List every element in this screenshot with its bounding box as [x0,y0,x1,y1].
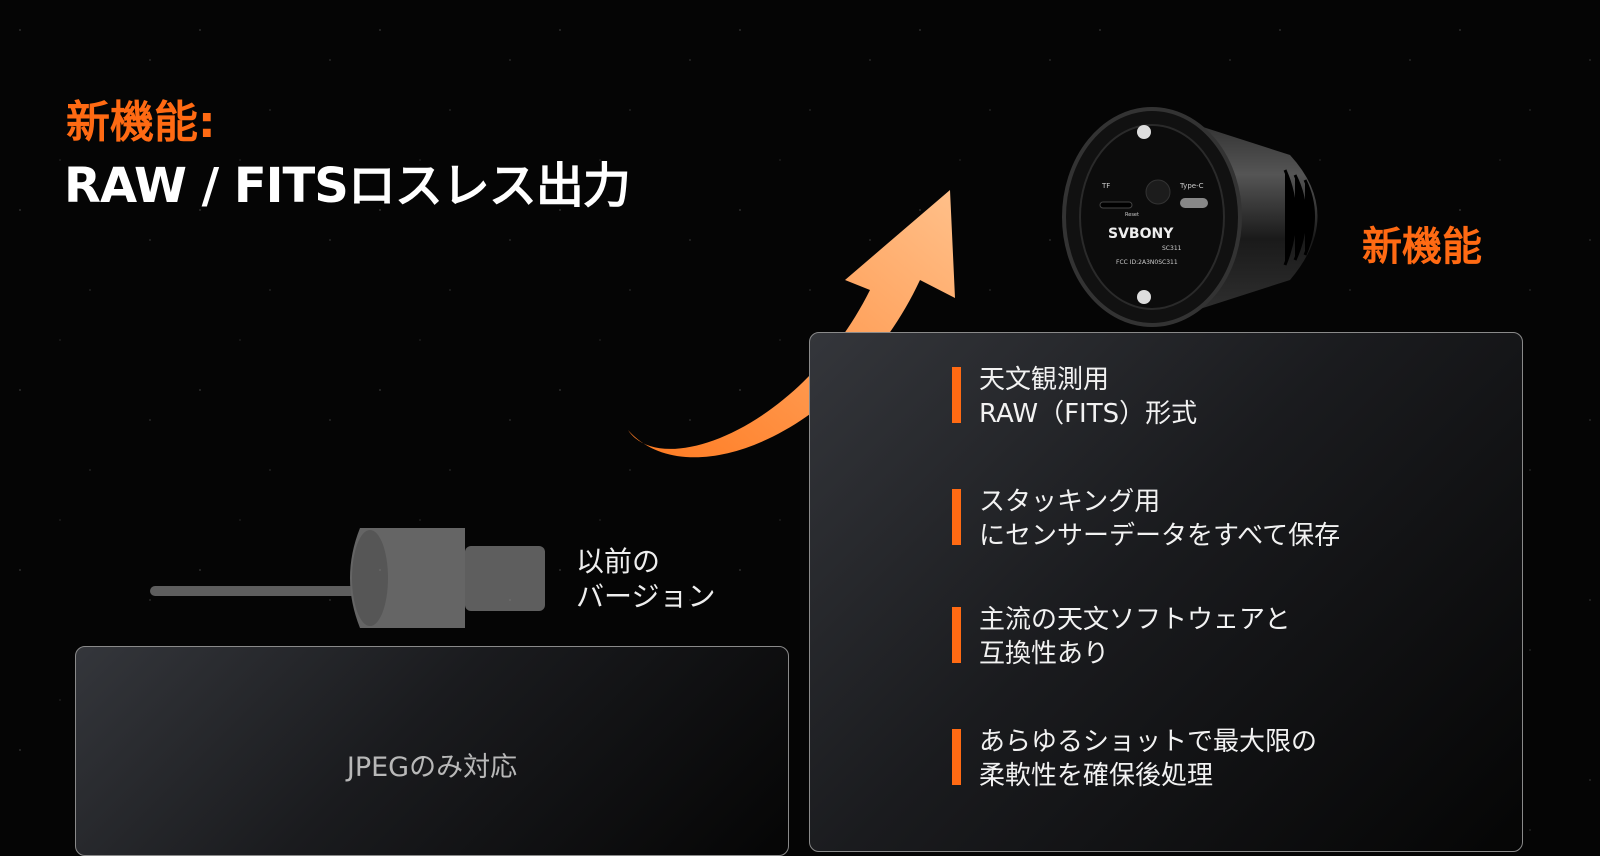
feature-text: スタッキング用 [979,487,1161,517]
feature-item: スタッキング用にセンサーデータをすべて保存 [952,485,1340,553]
old-version-panel: JPEGのみ対応 [75,646,789,856]
feature-text: にセンサーデータをすべて保存 [979,521,1341,551]
feature-item: 天文観測用 RAW（FITS）形式 [952,363,1197,431]
model-label: SC311 [1162,245,1182,252]
tf-label: TF [1101,182,1110,190]
new-features-panel: 天文観測用 RAW（FITS）形式 スタッキング用にセンサーデータをすべて保存 主… [809,332,1523,852]
headline-new-feature: 新機能: [66,97,216,148]
reset-label: Reset [1125,212,1139,218]
accent-bar [952,489,961,545]
upgrade-arrow-icon [628,190,955,458]
feature-text: RAW（FITS）形式 [979,399,1198,429]
feature-text: 主流の天文ソフトウェアと [979,605,1291,635]
old-version-label-line: 以前の [576,545,661,578]
old-camera-image [150,528,545,628]
feature-text: あらゆるショットで最大限の [979,727,1318,757]
accent-bar [952,607,961,663]
old-version-label: 以前のバージョン [576,544,715,614]
headline-raw-fits: RAW / FITSロスレス出力 [64,158,631,214]
new-version-label: 新機能 [1362,224,1482,270]
feature-item: あらゆるショットで最大限の柔軟性を確保後処理 [952,725,1317,793]
feature-item: 主流の天文ソフトウェアと互換性あり [952,603,1290,671]
accent-bar [952,367,961,423]
old-version-label-line: バージョン [576,580,716,613]
new-camera-image: TF Reset Type-C SVBONY SC311 FCC ID:2A3N… [1062,107,1318,327]
brand-logo: SVBONY [1108,226,1174,242]
feature-text: 柔軟性を確保後処理 [979,761,1214,791]
feature-text: 互換性あり [979,639,1110,669]
accent-bar [952,729,961,785]
type-c-label: Type-C [1179,182,1204,190]
feature-text: 天文観測用 [979,365,1110,395]
fcc-label: FCC ID:2A3N0SC311 [1116,259,1178,266]
jpeg-only-text: JPEGのみ対応 [346,752,518,783]
